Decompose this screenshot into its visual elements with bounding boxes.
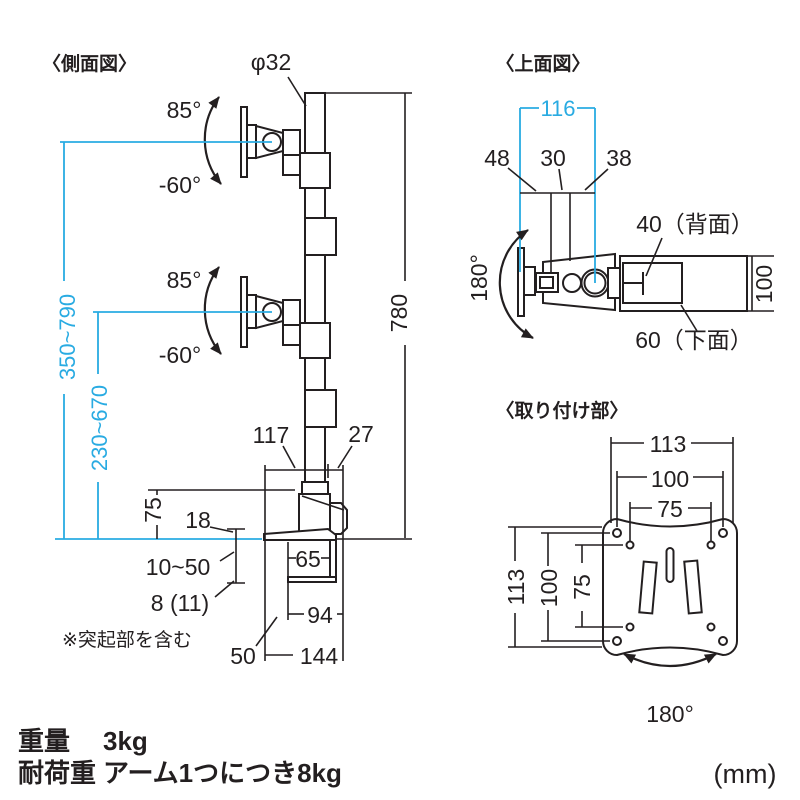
dim-65-label: 65: [295, 546, 321, 572]
mount-h113-label: 113: [503, 569, 529, 606]
vesa-hole-corner: [718, 528, 728, 538]
pole-collar-lower: [304, 389, 337, 428]
mount-w75-label: 75: [657, 496, 683, 522]
vesa-hole-corner: [612, 528, 622, 538]
back-40-label: 40（背面）: [636, 211, 754, 237]
tilt-up-label-top: 85°: [167, 97, 202, 123]
dim-144-label: 144: [300, 643, 339, 669]
vesa-bracket: [602, 517, 738, 657]
mount-h75-label: 75: [569, 574, 595, 600]
load-label: 耐荷重: [18, 758, 96, 788]
back-40-leader: [645, 237, 663, 277]
mount-w100-label: 100: [651, 466, 689, 492]
swivel-180-label: 180°: [466, 254, 492, 302]
height-range-inner-label: 230~670: [87, 385, 112, 471]
bottom-60-leader: [680, 304, 698, 332]
top-view: 〈上面図〉 116 48 30 38 40（背面） 100 180° 60（下面…: [466, 52, 777, 353]
tilt-up-label-bottom: 85°: [167, 267, 202, 293]
side-view: 〈側面図〉 φ32 85° -60° 85° -60° 350~790 230~…: [42, 49, 412, 669]
unit-label: (mm): [714, 759, 777, 789]
bottom-60-label: 60（下面）: [635, 327, 753, 353]
vesa-hole-inner: [625, 622, 635, 632]
dim-8-11-label: 8 (11): [151, 590, 209, 616]
tilt-down-label-bottom: -60°: [159, 342, 201, 368]
clamp-lever-line: [301, 495, 345, 511]
mount-w113-label: 113: [650, 431, 687, 457]
seg-48-label: 48: [484, 145, 510, 171]
seg-30-label: 30: [540, 145, 566, 171]
clamp-h75-label: 75: [140, 497, 166, 523]
clamp-w117-label: 117: [253, 422, 290, 448]
dim-94-label: 94: [307, 602, 333, 628]
joint-small-circle: [562, 273, 582, 293]
top-view-title: 〈上面図〉: [495, 52, 590, 75]
seg-38-label: 38: [606, 145, 632, 171]
tilt-down-label-top: -60°: [159, 172, 201, 198]
vesa-hole-inner: [625, 540, 635, 550]
diameter-leader: [287, 76, 307, 107]
protrusion-note: ※突起部を含む: [62, 629, 192, 651]
height-range-outer-label: 350~790: [55, 294, 80, 380]
weight-label: 重量: [18, 726, 70, 756]
mount-view-title: 〈取り付け部〉: [495, 399, 628, 422]
side-view-title: 〈側面図〉: [42, 52, 137, 75]
dim-18-label: 18: [185, 507, 211, 533]
clamp-screw-post: [329, 539, 337, 583]
dim-50-label: 50: [230, 643, 256, 669]
swivel-arc-arrow: [498, 229, 534, 339]
rotate-arc-arrow: [623, 653, 717, 668]
width-116-label: 116: [540, 96, 575, 121]
hub-top: [523, 266, 536, 296]
pole-assembly: [304, 92, 337, 483]
height-dimension-lines: [55, 141, 272, 540]
clamp-top-jaw: [263, 527, 337, 541]
vesa-hole-corner: [718, 636, 728, 646]
vesa-hole-corner: [612, 636, 622, 646]
load-value: アーム1つにつき8kg: [103, 758, 342, 788]
clamp-cap: [301, 481, 329, 495]
vesa-hole-inner: [706, 622, 716, 632]
vent-slot-right: [683, 559, 703, 615]
clamp-bottom-jaw: [287, 576, 337, 583]
top-dimension-lines: [498, 167, 774, 339]
weight-value: 3kg: [103, 726, 148, 756]
keyhole-slot: [665, 547, 675, 583]
mount-dimension-lines: [508, 437, 734, 668]
vesa-hole-inner: [706, 540, 716, 550]
side-dimension-lines: [148, 76, 412, 661]
pole-height-label: 780: [386, 294, 412, 332]
mount-rotate-180-label: 180°: [646, 701, 694, 727]
clamp-range-label: 10~50: [146, 554, 211, 580]
vent-slot-left: [638, 560, 658, 615]
vesa-plate-front: [602, 517, 738, 657]
mount-h100-label: 100: [536, 569, 562, 607]
pole-collar-upper: [304, 217, 337, 256]
spec-footer: 重量 3kg 耐荷重 アーム1つにつき8kg (mm): [18, 726, 776, 789]
depth-100-label: 100: [751, 265, 777, 303]
mount-view: 〈取り付け部〉 113 100 75 113 100 75 180°: [495, 399, 738, 727]
hinge-block-inner: [539, 276, 554, 289]
pole-diameter-label: φ32: [251, 49, 292, 75]
clamp-w27-label: 27: [348, 421, 374, 447]
top-view-mechanism: [517, 247, 748, 317]
arm-socket: [607, 267, 621, 299]
